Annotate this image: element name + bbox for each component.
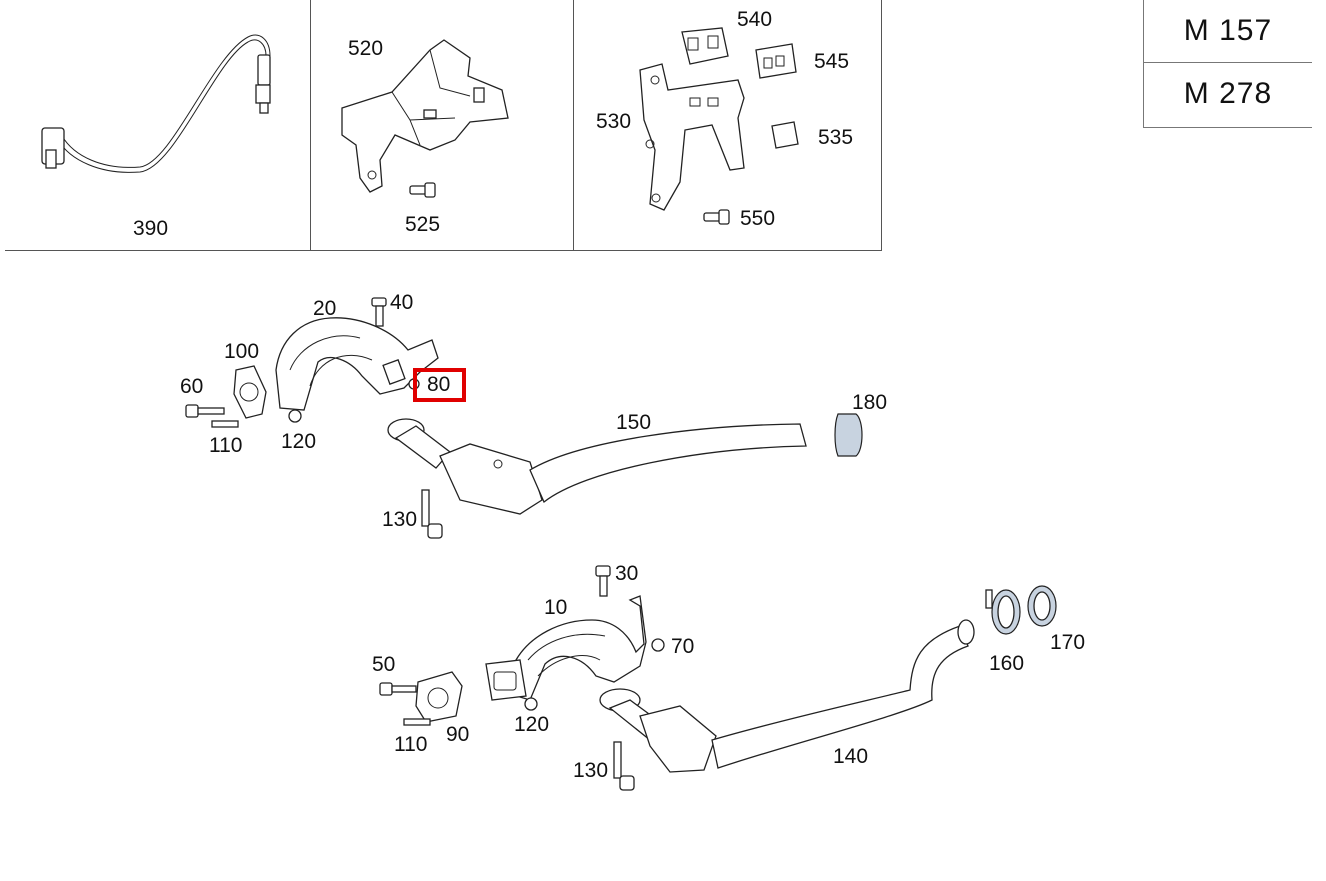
callout-120-lower[interactable]: 120 xyxy=(514,713,550,736)
bolt-130-upper xyxy=(421,489,443,539)
exhaust-manifold-20 xyxy=(275,317,439,411)
callout-50[interactable]: 50 xyxy=(372,653,396,676)
callout-70[interactable]: 70 xyxy=(671,635,695,658)
callout-170[interactable]: 170 xyxy=(1050,631,1086,654)
callout-100[interactable]: 100 xyxy=(224,340,260,363)
sleeve-170 xyxy=(1027,585,1057,627)
stud-110-lower xyxy=(403,718,431,726)
bolt-50 xyxy=(379,682,417,696)
callout-120-upper[interactable]: 120 xyxy=(281,430,317,453)
nut-70 xyxy=(651,638,665,652)
callout-30[interactable]: 30 xyxy=(615,562,639,585)
callout-530[interactable]: 530 xyxy=(596,110,632,133)
callout-140[interactable]: 140 xyxy=(833,745,869,768)
oxygen-sensor-390 xyxy=(41,34,271,173)
callout-110-upper[interactable]: 110 xyxy=(209,434,243,457)
bolt-130-lower xyxy=(613,741,635,791)
callout-540[interactable]: 540 xyxy=(737,8,773,31)
clamp-160 xyxy=(985,589,1021,635)
engine-variant-m157[interactable]: M 157 xyxy=(1183,14,1273,47)
callout-20[interactable]: 20 xyxy=(313,297,337,320)
clamp-180 xyxy=(834,413,863,457)
bolt-60 xyxy=(185,404,225,418)
callout-180[interactable]: 180 xyxy=(852,391,888,414)
callout-160[interactable]: 160 xyxy=(989,652,1025,675)
callout-60[interactable]: 60 xyxy=(180,375,204,398)
engine-variant-table: M 157 M 278 xyxy=(1143,0,1312,128)
relay-545 xyxy=(755,43,797,79)
exhaust-manifold-10 xyxy=(509,595,647,701)
callout-545[interactable]: 545 xyxy=(814,50,850,73)
mount-plate-530 xyxy=(639,63,745,211)
detail-panel-bracket xyxy=(311,0,574,251)
callout-90[interactable]: 90 xyxy=(446,723,470,746)
callout-390[interactable]: 390 xyxy=(133,217,169,240)
callout-150[interactable]: 150 xyxy=(616,411,652,434)
clip-535 xyxy=(771,121,799,149)
bracket-520 xyxy=(341,39,509,193)
catalytic-converter-150 xyxy=(387,418,807,515)
bolt-550 xyxy=(703,209,730,225)
bolt-525 xyxy=(409,182,436,198)
detail-panel-sensor xyxy=(5,0,311,251)
callout-130-lower[interactable]: 130 xyxy=(573,759,609,782)
bolt-30 xyxy=(595,565,611,597)
callout-550[interactable]: 550 xyxy=(740,207,776,230)
nut-120-lower xyxy=(524,697,538,711)
callout-110-lower[interactable]: 110 xyxy=(394,733,428,756)
flange-lower xyxy=(485,659,527,701)
highlight-callout-80 xyxy=(413,368,466,402)
bolt-40 xyxy=(371,297,387,327)
engine-variant-m278[interactable]: M 278 xyxy=(1144,62,1312,125)
front-pipe-140 xyxy=(599,619,975,773)
callout-10[interactable]: 10 xyxy=(544,596,568,619)
gasket-100 xyxy=(233,365,267,419)
callout-535[interactable]: 535 xyxy=(818,126,854,149)
nut-120-upper xyxy=(288,409,302,423)
callout-40[interactable]: 40 xyxy=(390,291,414,314)
callout-525[interactable]: 525 xyxy=(405,213,441,236)
callout-520[interactable]: 520 xyxy=(348,37,384,60)
callout-130-upper[interactable]: 130 xyxy=(382,508,418,531)
relay-540 xyxy=(681,27,729,65)
callout-80[interactable]: 80 xyxy=(427,373,451,396)
gasket-90 xyxy=(415,671,463,723)
detail-panel-mount xyxy=(574,0,882,251)
stud-110-upper xyxy=(211,420,239,428)
